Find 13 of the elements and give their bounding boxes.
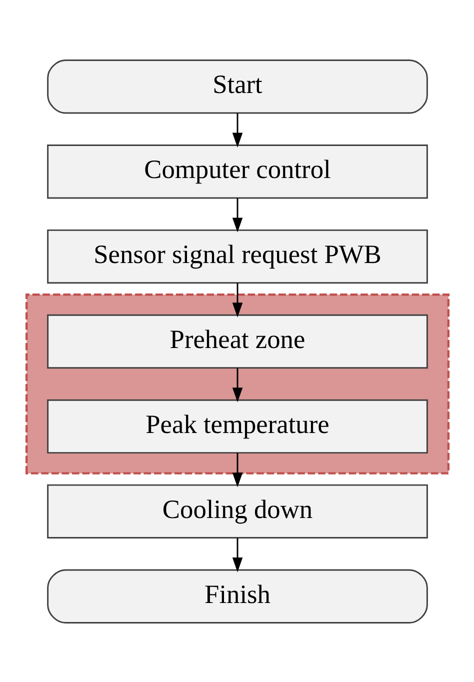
node-box: Preheat zone (46, 314, 428, 368)
node-box: Start (46, 59, 428, 114)
arrow (232, 368, 242, 402)
node-box: Cooling down (46, 484, 428, 538)
arrow (232, 452, 242, 487)
arrow (232, 537, 242, 572)
arrow (232, 198, 242, 232)
node-box: Peak temperature (46, 398, 428, 454)
arrow (232, 112, 242, 147)
node-box: Finish (46, 568, 428, 623)
node-box: Computer control (46, 144, 428, 198)
node-box: Sensor signal request PWB (46, 228, 428, 284)
arrow (232, 282, 242, 317)
